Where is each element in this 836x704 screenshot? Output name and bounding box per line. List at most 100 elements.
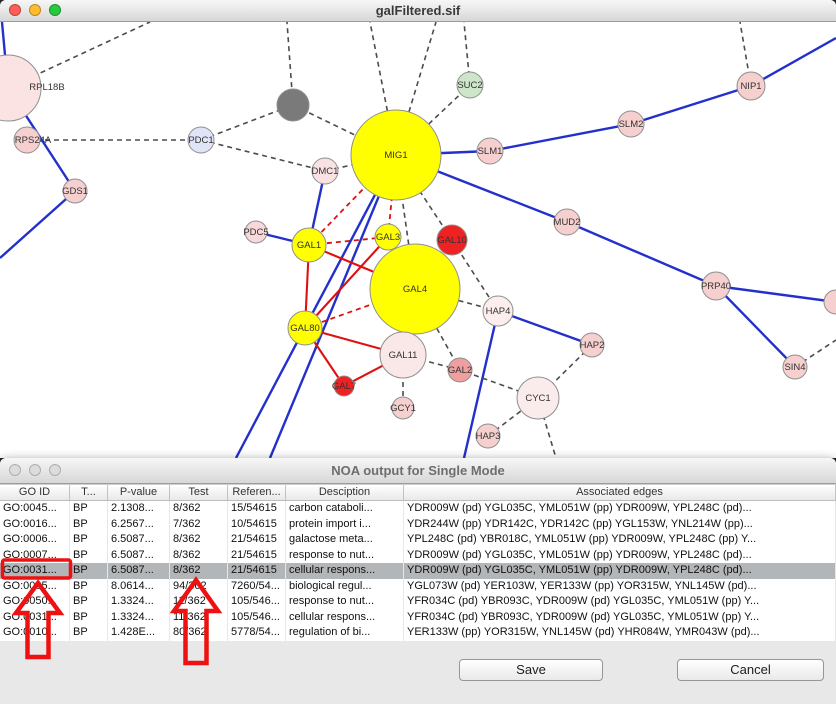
node-edger[interactable] — [823, 289, 836, 315]
table-cell[interactable]: 8.0614... — [108, 578, 170, 594]
node-gal80[interactable]: GAL80 — [287, 310, 323, 346]
table-cell[interactable]: response to nut... — [286, 547, 404, 563]
zoom-button[interactable] — [49, 464, 61, 476]
table-cell[interactable]: GO:0045... — [0, 501, 70, 517]
node-gcy1[interactable]: GCY1 — [390, 396, 416, 420]
table-cell[interactable]: 7260/54... — [228, 578, 286, 594]
column-header-test[interactable]: Test — [170, 485, 228, 500]
table-cell[interactable]: BP — [70, 625, 108, 641]
node-gal1[interactable]: GAL1 — [291, 227, 327, 263]
node-mud2[interactable]: MUD2 — [553, 208, 581, 236]
cancel-button[interactable]: Cancel — [677, 659, 824, 681]
node-gal7[interactable]: GAL7 — [332, 375, 356, 397]
table-cell[interactable]: 2.1308... — [108, 501, 170, 517]
table-cell[interactable]: YDR009W (pd) YGL035C, YML051W (pp) YDR00… — [404, 501, 836, 517]
table-cell[interactable]: 11/362 — [170, 609, 228, 625]
node-hap4[interactable]: HAP4 — [482, 295, 514, 327]
table-cell[interactable]: 105/546... — [228, 594, 286, 610]
table-cell[interactable]: GO:0031... — [0, 563, 70, 579]
node-gal11[interactable]: GAL11 — [379, 331, 427, 379]
table-cell[interactable]: 1.3324... — [108, 609, 170, 625]
table-cell[interactable]: 15/54615 — [228, 501, 286, 517]
node-rps24a[interactable]: RPS24A — [13, 126, 52, 154]
table-cell[interactable]: 1.3324... — [108, 594, 170, 610]
table-cell[interactable]: GO:0050... — [0, 594, 70, 610]
node-gal4[interactable]: GAL4 — [369, 243, 461, 335]
table-cell[interactable]: 8/362 — [170, 563, 228, 579]
table-cell[interactable]: YFR034C (pd) YBR093C, YDR009W (pd) YGL03… — [404, 594, 836, 610]
table-cell[interactable]: 8/362 — [170, 547, 228, 563]
table-cell[interactable]: 6.2567... — [108, 516, 170, 532]
table-cell[interactable]: 6.5087... — [108, 547, 170, 563]
table-cell[interactable]: YFR034C (pd) YBR093C, YDR009W (pd) YGL03… — [404, 609, 836, 625]
column-header-referen-[interactable]: Referen... — [228, 485, 286, 500]
table-cell[interactable]: 105/546... — [228, 609, 286, 625]
table-cell[interactable]: protein import i... — [286, 516, 404, 532]
minimize-button[interactable] — [29, 464, 41, 476]
table-cell[interactable]: 1.428E... — [108, 625, 170, 641]
table-cell[interactable]: 94/362 — [170, 578, 228, 594]
table-cell[interactable]: YDR244W (pp) YDR142C, YDR142C (pp) YGL15… — [404, 516, 836, 532]
node-pdc1[interactable]: PDC1 — [187, 126, 215, 154]
node-cyc1[interactable]: CYC1 — [516, 376, 560, 420]
node-nip1[interactable]: NIP1 — [736, 71, 766, 101]
table-cell[interactable]: 21/54615 — [228, 563, 286, 579]
node-suc2[interactable]: SUC2 — [456, 71, 484, 99]
noa-window-titlebar[interactable]: NOA output for Single Mode — [0, 458, 836, 484]
table-cell[interactable]: 21/54615 — [228, 547, 286, 563]
node-pdc5[interactable]: PDC5 — [243, 220, 269, 244]
column-header-t-[interactable]: T... — [70, 485, 108, 500]
table-cell[interactable]: cellular respons... — [286, 609, 404, 625]
table-cell[interactable]: biological regul... — [286, 578, 404, 594]
table-cell[interactable]: response to nut... — [286, 594, 404, 610]
table-cell[interactable]: BP — [70, 609, 108, 625]
table-cell[interactable]: YDR009W (pd) YGL035C, YML051W (pp) YDR00… — [404, 563, 836, 579]
close-button[interactable] — [9, 4, 21, 16]
node-gray1[interactable] — [276, 88, 310, 122]
table-cell[interactable]: BP — [70, 516, 108, 532]
table-cell[interactable]: GO:0065... — [0, 578, 70, 594]
table-cell[interactable]: carbon cataboli... — [286, 501, 404, 517]
table-cell[interactable]: BP — [70, 532, 108, 548]
table-cell[interactable]: YDR009W (pd) YGL035C, YML051W (pp) YDR00… — [404, 547, 836, 563]
table-cell[interactable]: YGL073W (pd) YER103W, YER133W (pp) YOR31… — [404, 578, 836, 594]
table-cell[interactable]: 8/362 — [170, 532, 228, 548]
column-header-desciption[interactable]: Desciption — [286, 485, 404, 500]
table-cell[interactable]: 21/54615 — [228, 532, 286, 548]
node-prp40[interactable]: PRP40 — [701, 271, 731, 301]
node-hap3[interactable]: HAP3 — [475, 423, 501, 449]
table-cell[interactable]: GO:0010... — [0, 625, 70, 641]
node-slm2[interactable]: SLM2 — [617, 110, 645, 138]
column-header-p-value[interactable]: P-value — [108, 485, 170, 500]
node-gal10[interactable]: GAL10 — [436, 224, 468, 256]
table-cell[interactable]: 6.5087... — [108, 532, 170, 548]
node-hap2[interactable]: HAP2 — [579, 332, 605, 358]
node-gds1[interactable]: GDS1 — [62, 178, 88, 204]
table-cell[interactable]: GO:0007... — [0, 547, 70, 563]
column-header-associated-edges[interactable]: Associated edges — [404, 485, 836, 500]
node-gal2[interactable]: GAL2 — [447, 357, 473, 383]
table-cell[interactable]: regulation of bi... — [286, 625, 404, 641]
table-cell[interactable]: GO:0031... — [0, 609, 70, 625]
table-cell[interactable]: 5778/54... — [228, 625, 286, 641]
table-cell[interactable]: galactose meta... — [286, 532, 404, 548]
table-cell[interactable]: BP — [70, 563, 108, 579]
node-dmc1[interactable]: DMC1 — [311, 157, 339, 185]
node-rpl18b[interactable]: RPL18B — [0, 54, 65, 122]
table-cell[interactable]: YPL248C (pd) YBR018C, YML051W (pp) YDR00… — [404, 532, 836, 548]
node-gal3[interactable]: GAL3 — [374, 223, 402, 251]
table-cell[interactable]: BP — [70, 578, 108, 594]
minimize-button[interactable] — [29, 4, 41, 16]
table-cell[interactable]: BP — [70, 547, 108, 563]
table-cell[interactable]: YER133W (pp) YOR315W, YNL145W (pd) YHR08… — [404, 625, 836, 641]
